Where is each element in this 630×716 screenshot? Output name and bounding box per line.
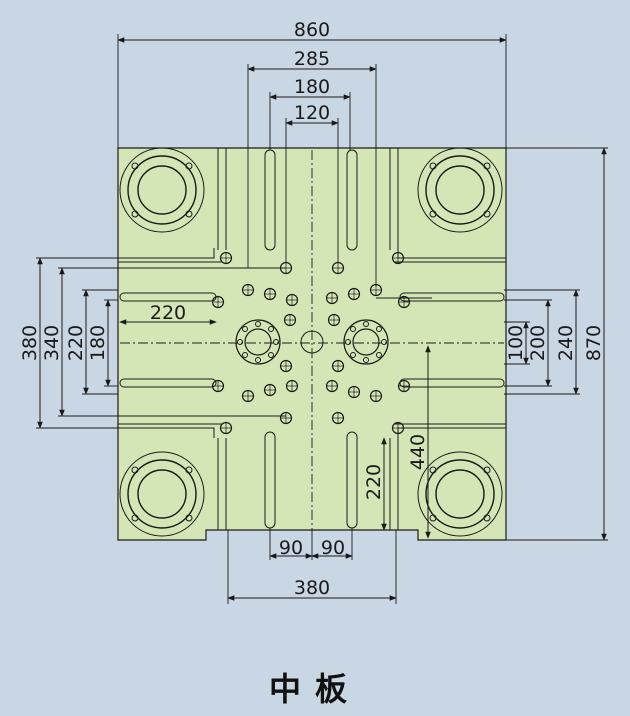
dim-left-220: 220 [65,325,87,361]
center-lines [120,150,504,528]
dim-right-870: 870 [583,325,605,361]
dim-bottom-90-left: 90 [279,537,303,559]
dimension-lines [37,37,607,601]
dim-bottom-380: 380 [294,577,330,599]
dim-right-100: 100 [505,325,527,361]
dim-left-340: 340 [41,325,63,361]
dim-left-horizontal-220: 220 [150,302,186,324]
dimension-labels: 860 285 180 120 380 90 90 380 340 220 18… [19,19,605,599]
boss-top-right [417,147,503,233]
dim-top-285: 285 [294,48,330,70]
dim-top-180: 180 [294,76,330,98]
dim-left-180: 180 [87,325,109,361]
center-bosses [235,319,389,365]
dim-right-240: 240 [555,325,577,361]
boss-bottom-left [119,451,205,537]
extension-lines [36,34,608,604]
dim-bottom-90-right: 90 [321,537,345,559]
boss-top-left [119,147,205,233]
dim-left-380: 380 [19,325,41,361]
dim-right-440: 440 [407,434,429,470]
dim-right-200: 200 [527,325,549,361]
dim-right-220: 220 [363,464,385,500]
tie-bar-bosses [119,147,503,537]
dim-top-860: 860 [294,19,330,41]
diagram-caption: 中板 [268,670,361,708]
dim-top-120: 120 [294,102,330,124]
